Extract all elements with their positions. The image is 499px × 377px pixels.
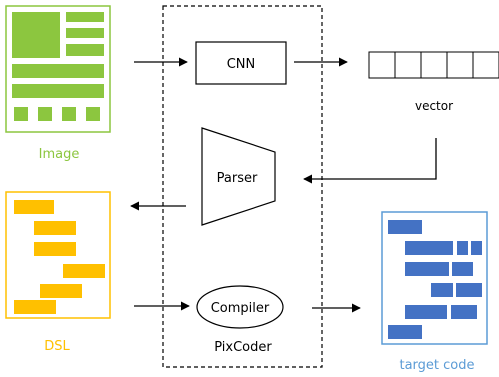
compiler-label: Compiler xyxy=(211,301,270,316)
image-thumbnail-icon xyxy=(5,5,111,133)
parser-shape xyxy=(201,127,276,226)
cnn-box xyxy=(195,41,287,85)
vector-label: vector xyxy=(415,99,453,113)
vector-cells xyxy=(368,51,499,79)
dsl-label: DSL xyxy=(44,339,70,354)
parser-label: Parser xyxy=(217,171,258,186)
compiler-ellipse xyxy=(196,285,284,329)
pixcoder-label: PixCoder xyxy=(214,340,272,355)
cnn-label: CNN xyxy=(227,57,256,72)
image-label: Image xyxy=(39,147,80,162)
arrow-vector-to-parser xyxy=(303,138,437,184)
target-code-label: target code xyxy=(399,358,474,373)
pixcoder-container xyxy=(162,5,323,368)
target-code-thumbnail-icon xyxy=(381,211,488,345)
dsl-thumbnail-icon xyxy=(5,191,111,319)
